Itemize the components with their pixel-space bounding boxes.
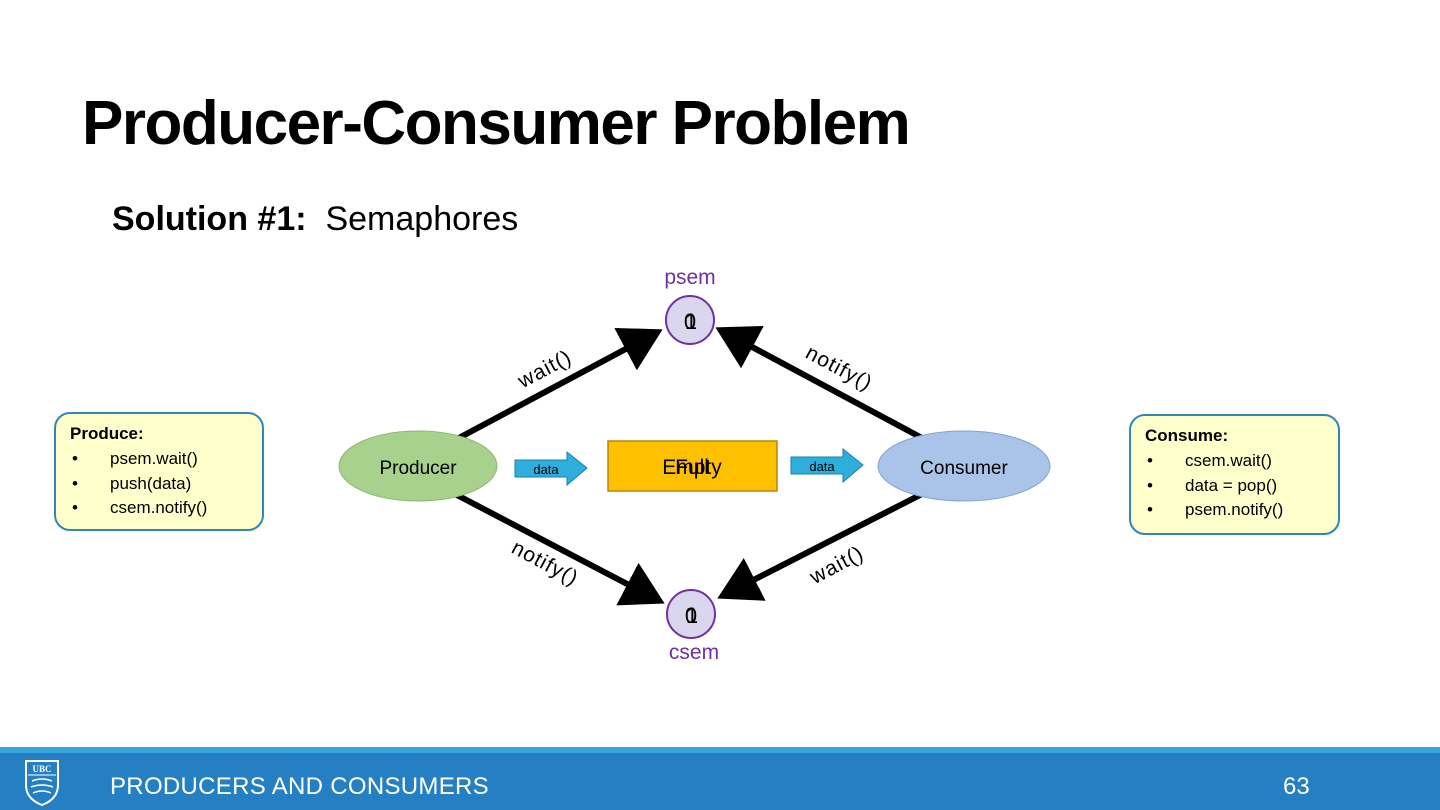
slide-title: Producer-Consumer Problem (82, 89, 911, 158)
ubc-logo: UBC (25, 760, 59, 807)
data-arrow-right-label: data (809, 459, 835, 474)
csem-label: csem (669, 641, 719, 664)
csem-value-a: 0 (685, 603, 697, 628)
consume-step: csem.wait() (1145, 449, 1324, 474)
data-arrow-left-label: data (533, 462, 559, 477)
producer-node (338, 430, 498, 502)
consume-list: csem.wait() data = pop() psem.notify() (1145, 449, 1324, 523)
consume-step: data = pop() (1145, 474, 1324, 499)
psem-value-b: 1 (685, 309, 697, 334)
consume-step: psem.notify() (1145, 498, 1324, 523)
data-arrow-left (514, 450, 588, 487)
consumer-node (877, 430, 1051, 502)
csem-value-b: 1 (686, 603, 698, 628)
edge-label-notify-top: notify() (802, 341, 877, 395)
edge-consumer-to-psem (715, 326, 924, 441)
footer-section-label: PRODUCERS AND CONSUMERS (110, 773, 489, 800)
logo-text: UBC (32, 764, 51, 774)
semaphore-diagram: wait() notify() notify() wait() psem 0 1… (338, 266, 1051, 664)
produce-step: psem.wait() (70, 447, 248, 472)
producer-label: Producer (379, 458, 457, 479)
edge-producer-to-csem (453, 491, 665, 606)
psem-value-a: 0 (684, 309, 696, 334)
page-number: 63 (1283, 773, 1310, 800)
consumer-label: Consumer (920, 458, 1008, 479)
produce-step: push(data) (70, 472, 248, 497)
slide-subtitle: Solution #1: Semaphores (112, 200, 518, 239)
edge-consumer-to-csem (717, 491, 924, 601)
consume-heading: Consume: (1145, 426, 1229, 445)
footer-bar: UBC PRODUCERS AND CONSUMERS 63 (0, 747, 1440, 810)
buffer-text-full: Full (675, 456, 709, 479)
edge-producer-to-psem (453, 327, 663, 443)
psem-label: psem (664, 266, 715, 289)
consume-code-box: Consume: csem.wait() data = pop() psem.n… (1129, 414, 1340, 535)
produce-heading: Produce: (70, 424, 144, 443)
produce-list: psem.wait() push(data) csem.notify() (70, 447, 248, 521)
subtitle-bold: Solution #1: (112, 200, 307, 238)
buffer-box (607, 440, 778, 492)
edge-label-wait-top: wait() (513, 346, 575, 394)
data-arrow-right (790, 447, 864, 484)
produce-code-box: Produce: psem.wait() push(data) csem.not… (54, 412, 264, 531)
produce-step: csem.notify() (70, 496, 248, 521)
buffer-text-empty: Empty (662, 456, 722, 479)
csem-node (666, 589, 716, 639)
psem-node (665, 295, 715, 345)
subtitle-rest: Semaphores (325, 200, 519, 238)
footer-stripe (0, 747, 1440, 753)
